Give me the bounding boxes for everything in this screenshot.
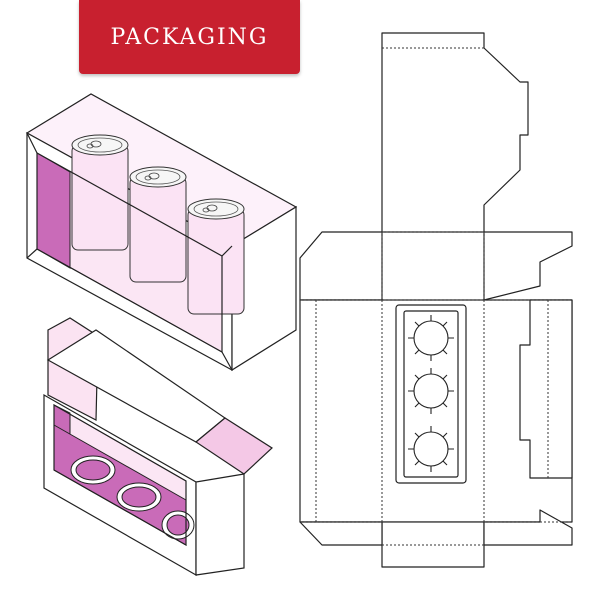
drink-can-icon	[187, 198, 245, 315]
drink-can-icon	[71, 134, 129, 251]
window-box-with-cans	[25, 93, 298, 372]
banner-title: PACKAGING	[110, 24, 269, 50]
drink-can-icon	[129, 166, 187, 283]
packaging-banner: PACKAGING	[79, 0, 300, 74]
cup-holder-cutout-icon	[70, 455, 116, 485]
dieline-template	[299, 32, 573, 568]
open-tuck-box	[43, 317, 273, 577]
cup-holder-cutout-icon	[116, 482, 162, 512]
cup-holder-cutout-icon	[161, 510, 195, 540]
